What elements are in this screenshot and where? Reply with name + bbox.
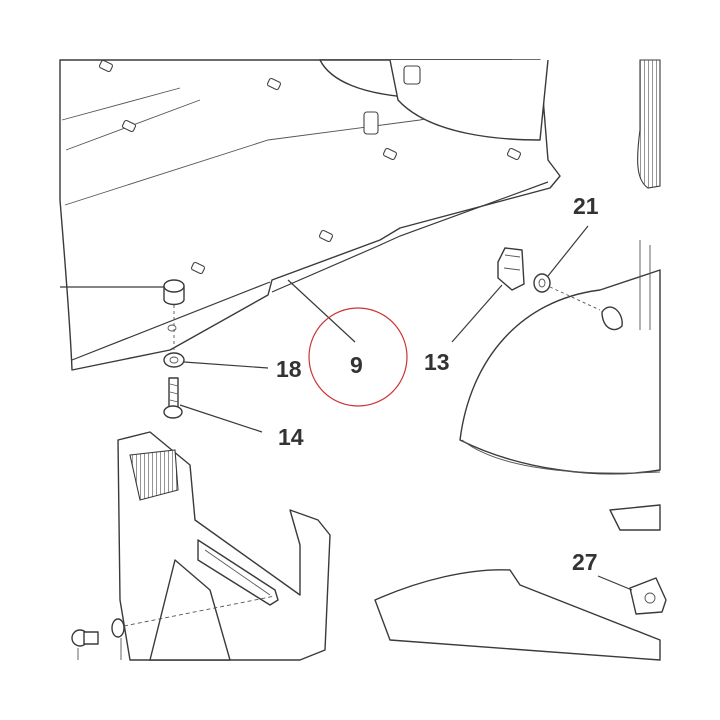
callout-14: 14 xyxy=(278,424,304,450)
part-21-washer xyxy=(533,273,551,293)
callout-9: 9 xyxy=(350,352,363,378)
callout-27: 27 xyxy=(572,549,598,575)
part-13-grommet xyxy=(497,247,525,291)
leader-lines xyxy=(60,225,633,591)
right-dark-panel xyxy=(637,59,661,189)
panel-slots xyxy=(98,59,522,275)
bottom-screw xyxy=(71,595,276,660)
right-housing xyxy=(459,240,661,531)
upper-panel xyxy=(59,59,561,371)
callout-13: 13 xyxy=(424,349,450,375)
part-27-clip xyxy=(629,577,667,615)
fastener-stack xyxy=(163,279,185,419)
lower-bracket xyxy=(117,431,331,661)
highlight-circle xyxy=(308,307,408,407)
callout-18: 18 xyxy=(276,356,302,382)
callout-21: 21 xyxy=(573,193,599,219)
lower-right-panel xyxy=(374,569,661,661)
